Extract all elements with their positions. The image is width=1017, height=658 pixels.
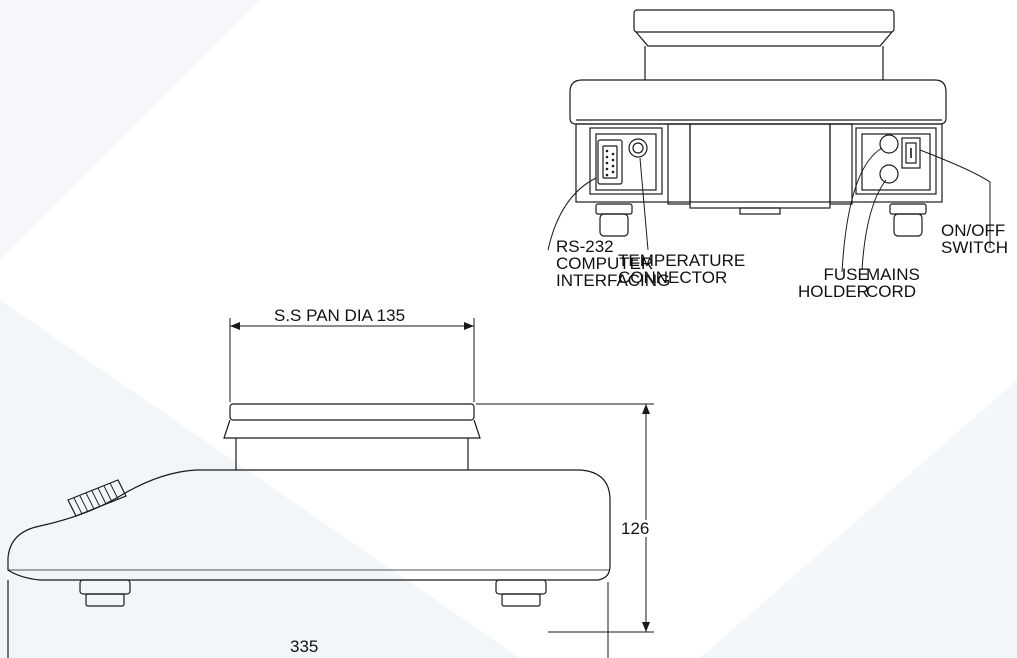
mains-cord-port bbox=[879, 164, 899, 184]
on-off-switch-label-line2: SWITCH bbox=[941, 238, 1009, 257]
mains-cord-label: MAINS CORD bbox=[866, 266, 920, 300]
temperature-label-line2: CONNECTOR bbox=[618, 268, 728, 287]
rear-pan-rim bbox=[633, 9, 895, 33]
fuse-holder-label: FUSE HOLDER bbox=[798, 266, 869, 300]
pan-diameter-dimension bbox=[229, 318, 475, 402]
on-off-switch-label-line1: ON/OFF bbox=[941, 221, 1006, 240]
side-view bbox=[7, 318, 654, 658]
mains-cord-label-line2: CORD bbox=[866, 282, 917, 301]
height-label: 126 bbox=[619, 519, 652, 538]
pan-diameter-label: S.S PAN DIA 135 bbox=[274, 306, 406, 325]
mains-cord-label-line1: MAINS bbox=[866, 265, 920, 284]
side-feet bbox=[79, 579, 547, 607]
rear-pan-neck bbox=[635, 31, 893, 47]
fuse-holder-label-line1: FUSE bbox=[823, 265, 869, 284]
rear-feet bbox=[595, 203, 927, 237]
on-off-switch-label: ON/OFF SWITCH bbox=[941, 222, 1008, 256]
temperature-port bbox=[628, 138, 648, 158]
rs232-label-line1: RS-232 bbox=[556, 237, 614, 256]
fuse-holder-port bbox=[879, 134, 899, 154]
side-pan-rim bbox=[229, 403, 475, 421]
rs232-label: RS-232 COMPUTER INTERFACING bbox=[556, 238, 670, 289]
rs232-label-line2: COMPUTER bbox=[556, 254, 654, 273]
rear-body bbox=[569, 79, 947, 125]
rear-view bbox=[547, 9, 991, 273]
height-dimension bbox=[476, 403, 654, 633]
fuse-holder-label-line2: HOLDER bbox=[798, 282, 869, 301]
rear-right-panel bbox=[855, 127, 937, 195]
rs232-port bbox=[597, 139, 623, 185]
side-knob bbox=[67, 479, 127, 517]
rear-leaders bbox=[547, 147, 991, 273]
side-body bbox=[7, 469, 611, 581]
temperature-label-line1: TEMPERATURE bbox=[618, 251, 746, 270]
rear-left-panel bbox=[589, 127, 663, 195]
temperature-label: TEMPERATURE CONNECTOR bbox=[618, 252, 745, 286]
length-label: 335 bbox=[290, 637, 319, 656]
rear-center-recess bbox=[689, 123, 831, 209]
rs232-pins bbox=[605, 149, 615, 177]
side-pan-neck bbox=[223, 419, 481, 439]
rs232-label-line3: INTERFACING bbox=[556, 271, 671, 290]
on-off-switch bbox=[901, 137, 921, 169]
